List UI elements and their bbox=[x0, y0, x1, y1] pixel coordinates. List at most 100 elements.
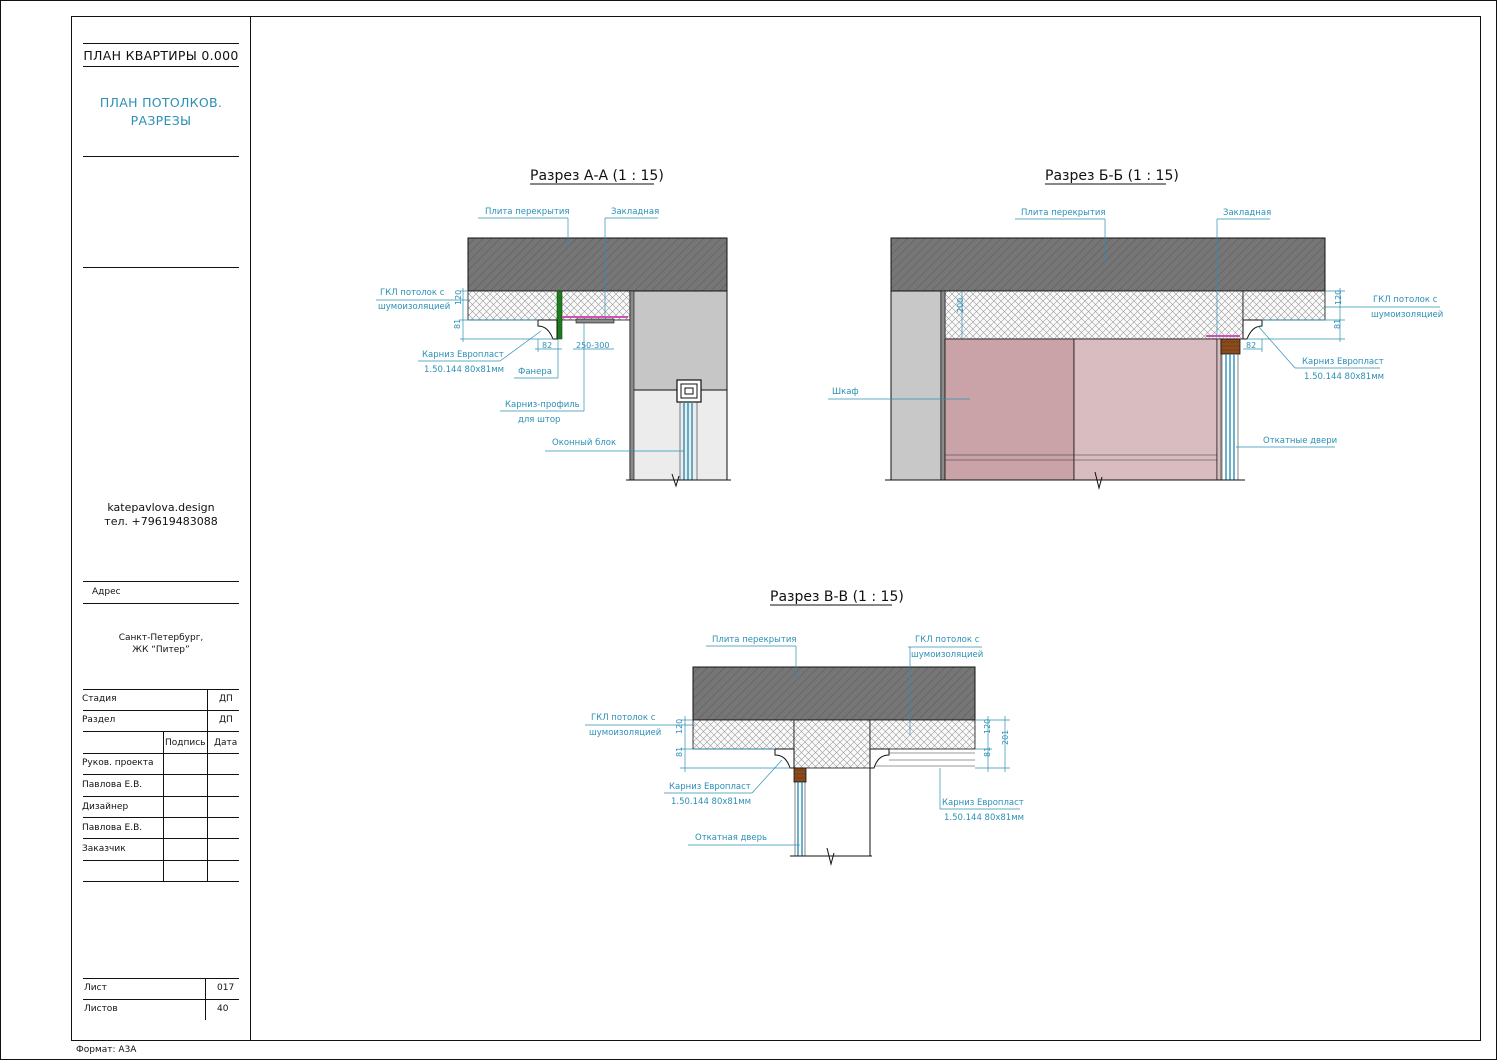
divider bbox=[83, 710, 239, 711]
dim-81: 81 bbox=[675, 747, 684, 757]
cornice-profile bbox=[869, 748, 890, 769]
gkl-ceiling-right bbox=[869, 719, 976, 750]
door-rail bbox=[1220, 338, 1241, 355]
wardrobe-label: Шкаф bbox=[832, 387, 859, 397]
dim-200: 200 bbox=[956, 298, 965, 313]
name-row: Павлова Е.В. bbox=[82, 780, 143, 790]
cornice-profile bbox=[774, 748, 795, 769]
gkl-label-left-line-1: ГКЛ потолок с bbox=[591, 713, 656, 723]
cornice-right-line-2: 1.50.144 80х81мм bbox=[944, 813, 1024, 823]
concrete-slab bbox=[890, 237, 1326, 292]
gkl-label-right-line-1: ГКЛ потолок с bbox=[915, 635, 980, 645]
divider bbox=[83, 796, 239, 797]
sheet-subtitle: ПЛАН ПОТОЛКОВ. РАЗРЕЗЫ bbox=[71, 94, 251, 130]
divider bbox=[83, 774, 239, 775]
dim-81b: 81 bbox=[983, 747, 992, 757]
wardrobe-panel bbox=[1073, 338, 1218, 481]
profile-label-line-1: Карниз-профиль bbox=[505, 400, 580, 410]
divider bbox=[83, 978, 239, 979]
leader bbox=[751, 759, 783, 794]
section-value: ДП bbox=[219, 715, 233, 725]
dim-82: 82 bbox=[542, 341, 552, 350]
stage-label: Стадия bbox=[82, 694, 117, 704]
cornice-label-line-1: Карниз Европласт bbox=[422, 350, 504, 360]
dim-120: 120 bbox=[1334, 290, 1343, 305]
column-line bbox=[207, 689, 208, 731]
window-frame-detail bbox=[680, 383, 698, 399]
date-header: Дата bbox=[214, 738, 238, 748]
address-city: Санкт-Петербург, bbox=[118, 633, 204, 643]
gkl-label-right-line-2: шумоизоляцией bbox=[911, 650, 983, 660]
gkl-ceiling bbox=[1242, 290, 1326, 321]
window-wall bbox=[629, 389, 728, 481]
dim-81: 81 bbox=[453, 319, 462, 329]
divider bbox=[83, 753, 239, 754]
slab-label: Плита перекрытия bbox=[485, 207, 569, 217]
role-row: Заказчик bbox=[82, 844, 126, 854]
divider bbox=[83, 881, 239, 882]
sheet-label: Лист bbox=[84, 983, 107, 993]
section-b: Разрез Б-Б (1 : 15) 200 120 81 82 bbox=[828, 168, 1443, 490]
slab-label: Плита перекрытия bbox=[712, 635, 796, 645]
divider bbox=[83, 817, 239, 818]
leader bbox=[1257, 325, 1296, 369]
wall-finish bbox=[940, 290, 946, 481]
divider bbox=[83, 156, 239, 157]
concrete-slab bbox=[467, 237, 728, 292]
divider bbox=[83, 267, 239, 268]
embed-plate bbox=[1206, 335, 1240, 337]
dim-120: 120 bbox=[675, 719, 684, 734]
dim-81: 81 bbox=[1333, 319, 1342, 329]
divider bbox=[83, 999, 239, 1000]
website-text: katepavlova.design bbox=[107, 501, 215, 514]
break-mark bbox=[1094, 471, 1103, 490]
section-c-title: Разрез В-В (1 : 15) bbox=[770, 589, 904, 605]
wardrobe-panel bbox=[944, 338, 1075, 481]
name-row: Павлова Е.В. bbox=[82, 823, 143, 833]
gkl-label-line-2: шумоизоляцией bbox=[1371, 310, 1443, 320]
divider bbox=[83, 43, 239, 44]
divider bbox=[83, 838, 239, 839]
dim-120b: 120 bbox=[983, 719, 992, 734]
cornice-profile bbox=[537, 319, 558, 340]
column-line bbox=[207, 731, 208, 881]
break-mark bbox=[826, 847, 835, 866]
window-frame bbox=[676, 379, 702, 403]
dim-range: 250-300 bbox=[576, 341, 609, 350]
window-lintel bbox=[629, 290, 728, 391]
window-label: Оконный блок bbox=[552, 438, 616, 448]
dim-82: 82 bbox=[1246, 341, 1256, 350]
paper-format: Формат: А3А bbox=[76, 1045, 137, 1055]
sheet-number: 017 bbox=[217, 983, 235, 993]
gkl-ceiling-left bbox=[692, 719, 795, 750]
wall-finish bbox=[629, 290, 635, 481]
gkl-box bbox=[793, 719, 871, 769]
divider bbox=[83, 603, 239, 604]
wardrobe-side bbox=[1216, 338, 1222, 481]
cornice-label-line-2: 1.50.144 80х81мм bbox=[1304, 372, 1384, 382]
wall bbox=[890, 290, 942, 481]
divider bbox=[83, 731, 239, 732]
door-rail bbox=[793, 767, 807, 783]
doors-label: Откатные двери bbox=[1263, 436, 1337, 446]
break-mark bbox=[671, 473, 680, 488]
role-row: Руков. проекта bbox=[82, 758, 154, 768]
sheets-label: Листов bbox=[84, 1004, 118, 1014]
address-value: Санкт-Петербург, ЖК “Питер” bbox=[71, 632, 251, 656]
profile-label-line-2: для штор bbox=[518, 415, 560, 425]
address-label: Адрес bbox=[92, 587, 121, 597]
embed-label: Закладная bbox=[1223, 208, 1271, 218]
section-label: Раздел bbox=[82, 715, 116, 725]
stage-value: ДП bbox=[219, 694, 233, 704]
title-block: ПЛАН КВАРТИРЫ 0.000 ПЛАН ПОТОЛКОВ. РАЗРЕ… bbox=[71, 16, 251, 1041]
designer-contact: katepavlova.design тел. +79619483088 bbox=[71, 501, 251, 529]
address-complex: ЖК “Питер” bbox=[132, 645, 190, 655]
concrete-slab bbox=[692, 666, 976, 721]
gkl-ceiling bbox=[467, 290, 631, 321]
gkl-box bbox=[944, 290, 1244, 340]
leader bbox=[499, 330, 542, 362]
section-a-title: Разрез А-А (1 : 15) bbox=[530, 168, 664, 184]
plywood-label: Фанера bbox=[518, 367, 552, 377]
slab-label: Плита перекрытия bbox=[1021, 208, 1105, 218]
